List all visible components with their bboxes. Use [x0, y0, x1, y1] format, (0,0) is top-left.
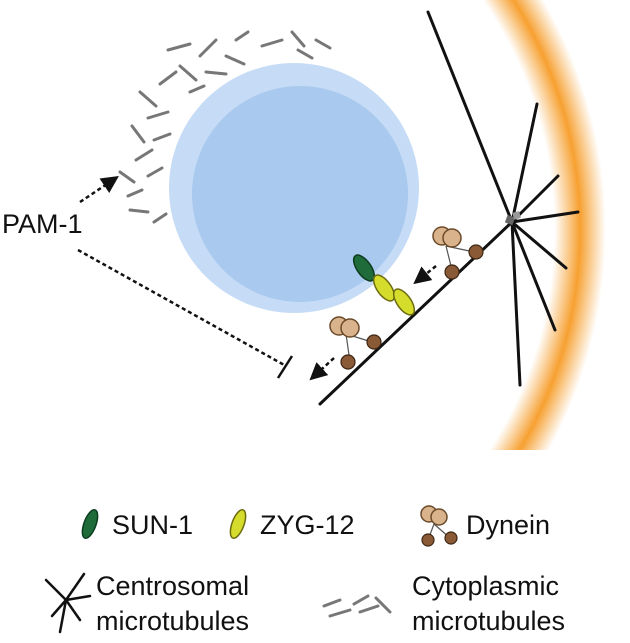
zyg12-protein [372, 274, 396, 302]
centrosome [504, 211, 521, 226]
legend-zyg12-icon [229, 509, 247, 539]
dynein-motor [432, 226, 484, 280]
legend: SUN-1 ZYG-12 Dynein Centrosomal microtub… [44, 505, 565, 636]
zyg12-protein [392, 288, 416, 316]
legend-centrosomal-label-line1: Centrosomal [96, 571, 249, 601]
pam1-label: PAM-1 [2, 209, 83, 239]
legend-cytoplasmic-icon [322, 594, 392, 618]
nucleus-interior [192, 86, 408, 302]
cytoplasmic-microtubules [118, 30, 332, 224]
legend-dynein-icon [420, 505, 458, 547]
legend-dynein-label: Dynein [466, 510, 550, 540]
motion-arrow [309, 357, 335, 381]
legend-zyg12-label: ZYG-12 [260, 510, 355, 540]
sun1-protein [352, 254, 376, 282]
dynein-motor [329, 316, 382, 370]
motion-arrow [413, 265, 437, 285]
inhibition-line [77, 248, 287, 368]
activation-arrow [79, 176, 119, 204]
legend-sun1-icon [81, 509, 99, 539]
legend-centrosomal-label-line2: microtubules [96, 606, 249, 636]
legend-cytoplasmic-label-line2: microtubules [412, 606, 565, 636]
legend-cytoplasmic-label-line1: Cytoplasmic [412, 571, 559, 601]
legend-sun1-label: SUN-1 [112, 510, 193, 540]
legend-centrosomal-icon [44, 572, 92, 634]
inhibition-bar [276, 355, 294, 379]
